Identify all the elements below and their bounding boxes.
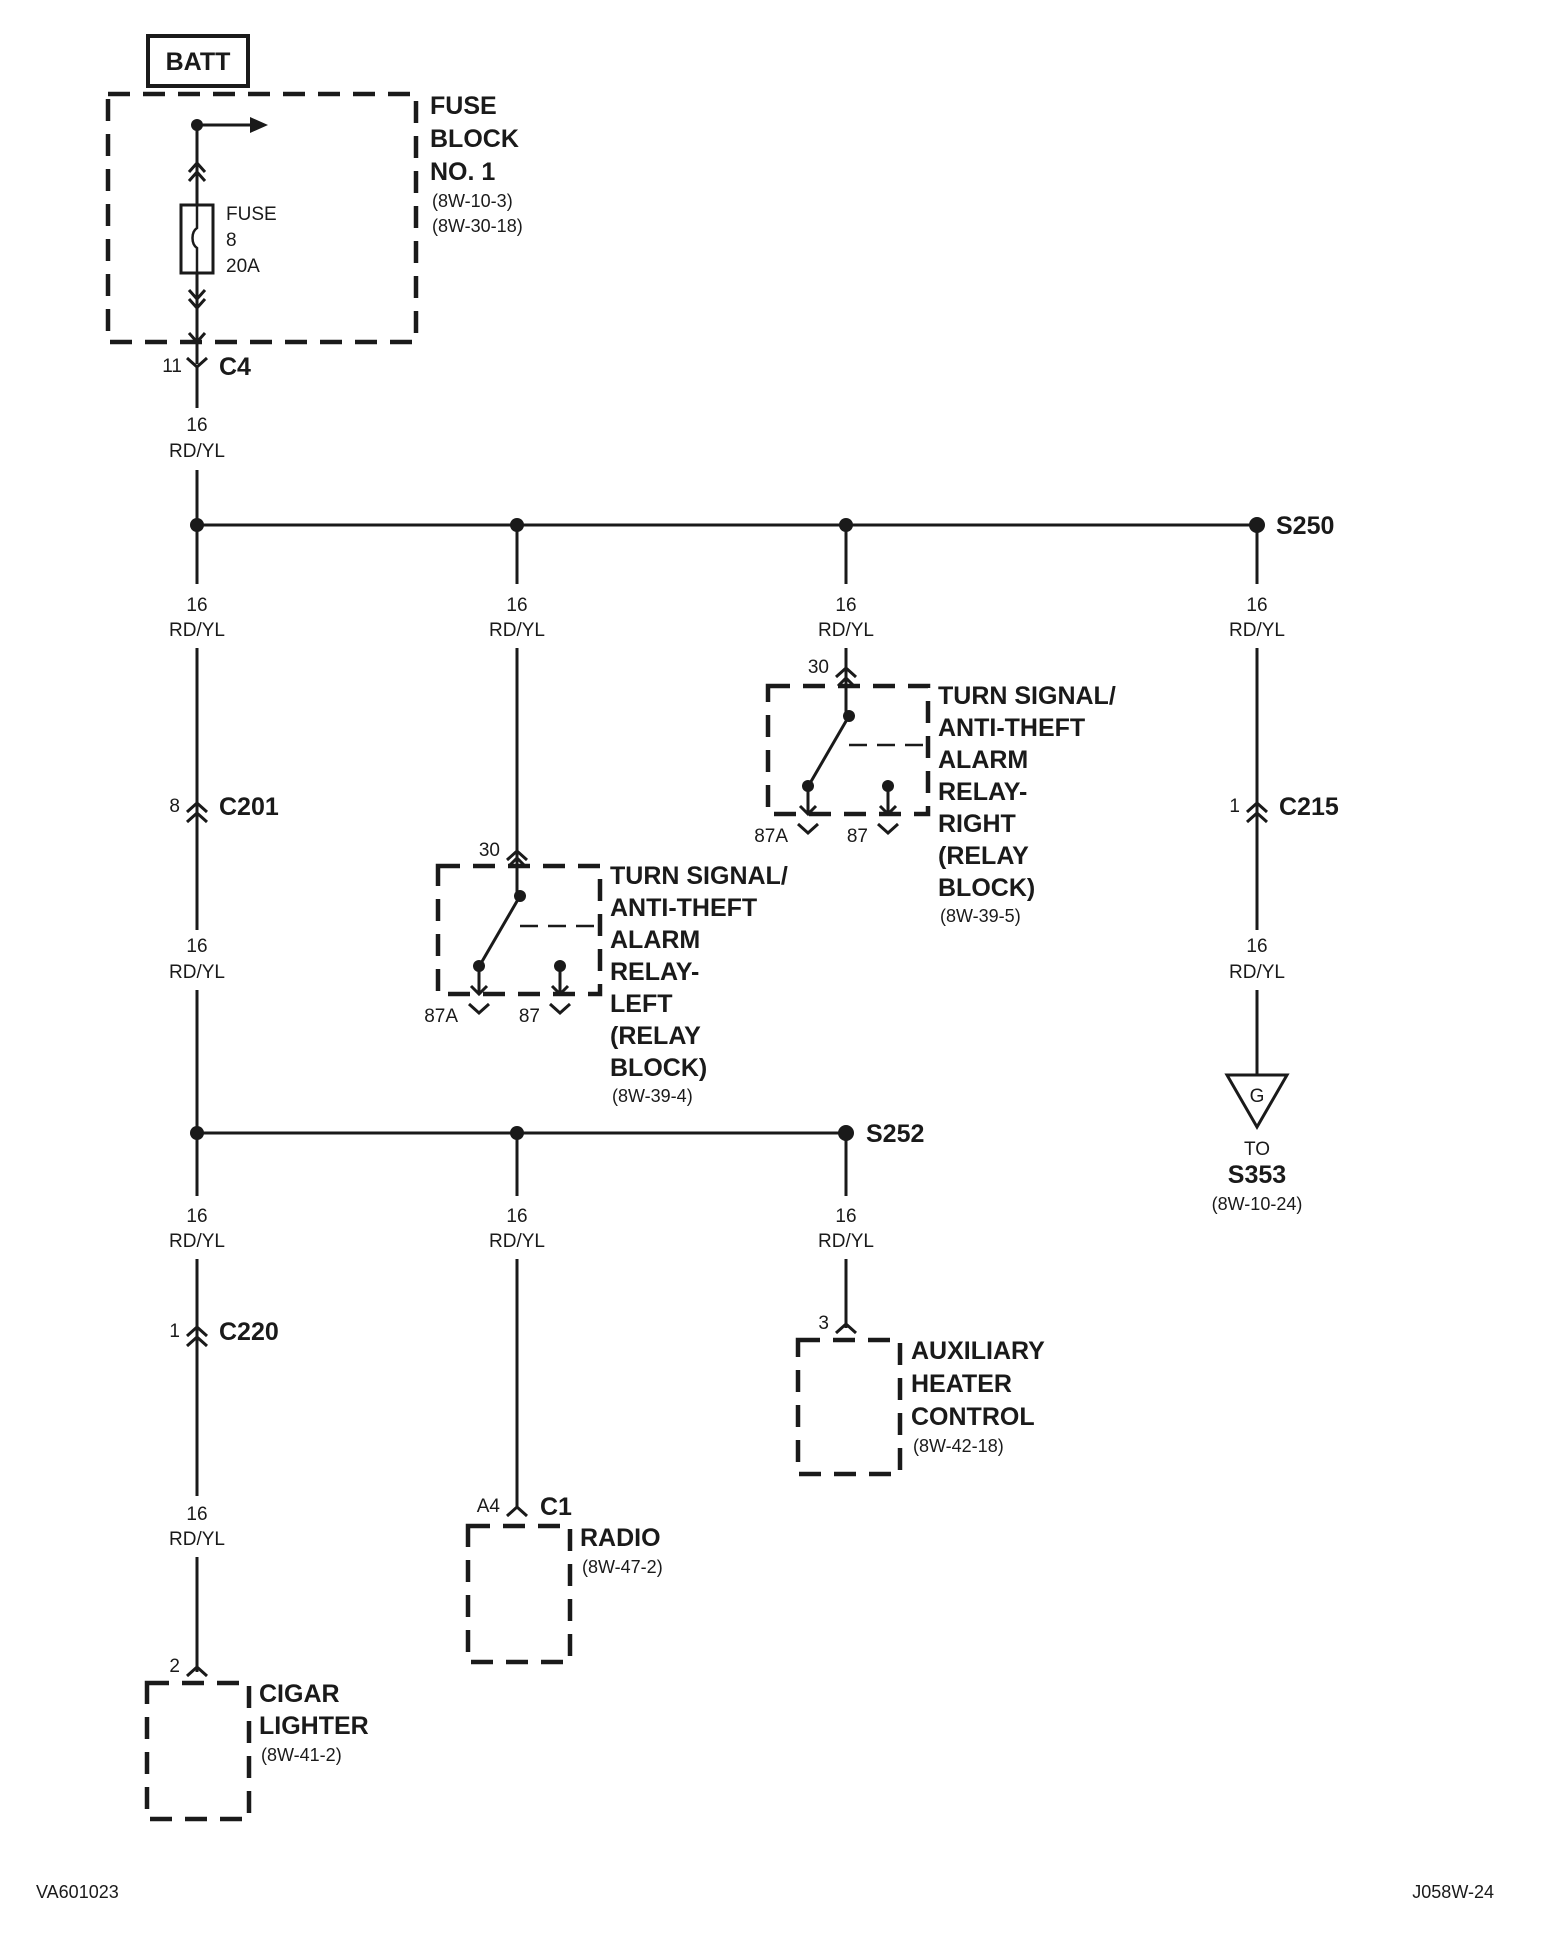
c201-pin: 8 — [169, 796, 180, 817]
connector-c220: 1 C220 — [169, 1318, 279, 1348]
ground-tag-name: S353 — [1228, 1161, 1286, 1189]
wire-gauge: 16 — [186, 936, 207, 957]
relay-left-pin-87a: 87A — [424, 1006, 458, 1027]
wire-color: RD/YL — [1229, 962, 1285, 983]
ground-tag: G TO S353 (8W-10-24) — [1212, 1073, 1303, 1214]
ground-tag-ref: (8W-10-24) — [1212, 1194, 1303, 1214]
splice-s250: S250 — [1276, 512, 1334, 540]
radio-ref: (8W-47-2) — [582, 1557, 663, 1577]
relay-left-pin-87: 87 — [519, 1006, 540, 1027]
fuse-rating: 20A — [226, 256, 260, 277]
relay-right-title-2: ANTI-THEFT — [938, 714, 1085, 742]
c4-label: C4 — [219, 353, 251, 381]
cigar-lighter-pin: 2 — [169, 1656, 180, 1677]
radio-title: RADIO — [580, 1524, 661, 1552]
bus-s250: S250 — [190, 512, 1334, 540]
battery-label: BATT — [166, 48, 231, 76]
c1-label: C1 — [540, 1493, 572, 1521]
cigar-lighter: 2 CIGAR LIGHTER (8W-41-2) — [144, 1656, 369, 1822]
relay-right-ref: (8W-39-5) — [940, 906, 1021, 926]
wire-gauge: 16 — [506, 595, 527, 616]
wire-color: RD/YL — [169, 962, 225, 983]
relay-left-title-6: (RELAY — [610, 1022, 701, 1050]
fuse-block-title-2: BLOCK — [430, 125, 519, 153]
wire-gauge: 16 — [506, 1206, 527, 1227]
wire-color: RD/YL — [169, 620, 225, 641]
c220-label: C220 — [219, 1318, 279, 1346]
cigar-lighter-ref: (8W-41-2) — [261, 1745, 342, 1765]
aux-heater-title-2: HEATER — [911, 1370, 1012, 1398]
ground-tag-to: TO — [1244, 1139, 1270, 1160]
footer-left-code: VA601023 — [36, 1882, 119, 1902]
relay-right-title-7: BLOCK) — [938, 874, 1035, 902]
battery: BATT — [146, 34, 250, 88]
relay-right-pin-87a: 87A — [754, 826, 788, 847]
radio: A4 C1 RADIO (8W-47-2) — [465, 1493, 663, 1665]
aux-heater-title-1: AUXILIARY — [911, 1337, 1045, 1365]
fuse-label: FUSE — [226, 204, 277, 225]
wire-gauge: 16 — [1246, 595, 1267, 616]
wire-color: RD/YL — [1229, 620, 1285, 641]
relay-left: 30 87A 87 TURN SIGNAL/ ANTI-THEFT ALARM … — [424, 840, 788, 1106]
wire-color: RD/YL — [818, 1231, 874, 1252]
connector-c4: 11 C4 — [162, 353, 251, 381]
triangle-tag-icon — [1224, 1073, 1290, 1131]
c4-pin: 11 — [162, 356, 182, 377]
relay-right-title-5: RIGHT — [938, 810, 1016, 838]
relay-right: 30 87A 87 TURN SIGNAL/ ANTI-THEFT ALARM … — [754, 657, 1116, 926]
wire-color: RD/YL — [489, 1231, 545, 1252]
wire-color: RD/YL — [818, 620, 874, 641]
relay-right-title-3: ALARM — [938, 746, 1028, 774]
relay-left-ref: (8W-39-4) — [612, 1086, 693, 1106]
wire-gauge: 16 — [1246, 936, 1267, 957]
connector-c201: 8 C201 — [169, 793, 279, 824]
relay-right-pin-87: 87 — [847, 826, 868, 847]
ground-tag-letter: G — [1250, 1086, 1265, 1107]
wire-gauge: 16 — [186, 1504, 207, 1525]
c1-pin: A4 — [477, 1496, 501, 1517]
wire-color: RD/YL — [169, 441, 225, 462]
fuse-block-ref-2: (8W-30-18) — [432, 216, 523, 236]
c220-pin: 1 — [169, 1321, 180, 1342]
cigar-lighter-title-1: CIGAR — [259, 1680, 340, 1708]
relay-left-title-3: ALARM — [610, 926, 700, 954]
cigar-lighter-title-2: LIGHTER — [259, 1712, 369, 1740]
relay-left-title-1: TURN SIGNAL/ — [610, 862, 788, 890]
splice-s252: S252 — [866, 1120, 924, 1148]
footer-right-code: J058W-24 — [1412, 1882, 1494, 1902]
wire-gauge: 16 — [835, 595, 856, 616]
aux-heater-title-3: CONTROL — [911, 1403, 1035, 1431]
wire-color: RD/YL — [169, 1529, 225, 1550]
wire-gauge: 16 — [186, 1206, 207, 1227]
wire-color: RD/YL — [169, 1231, 225, 1252]
fuse-block-title-1: FUSE — [430, 92, 497, 120]
wire-gauge: 16 — [186, 595, 207, 616]
relay-left-title-4: RELAY- — [610, 958, 699, 986]
relay-right-title-4: RELAY- — [938, 778, 1027, 806]
relay-right-title-6: (RELAY — [938, 842, 1029, 870]
relay-left-title-2: ANTI-THEFT — [610, 894, 757, 922]
wire-gauge: 16 — [186, 415, 207, 436]
relay-right-pin-30: 30 — [808, 657, 829, 678]
connector-c215: 1 C215 — [1229, 793, 1339, 824]
auxiliary-heater-control: 3 AUXILIARY HEATER CONTROL (8W-42-18) — [795, 1313, 1045, 1477]
wire-gauge: 16 — [835, 1206, 856, 1227]
relay-right-title-1: TURN SIGNAL/ — [938, 682, 1116, 710]
c215-label: C215 — [1279, 793, 1339, 821]
relay-left-title-5: LEFT — [610, 990, 673, 1018]
fuse-block-ref-1: (8W-10-3) — [432, 191, 513, 211]
fuse-number: 8 — [226, 230, 237, 251]
c201-label: C201 — [219, 793, 279, 821]
fuse-block: FUSE 8 20A FUSE BLOCK NO. 1 (8W-10-3) (8… — [105, 91, 523, 364]
relay-left-pin-30: 30 — [479, 840, 500, 861]
c215-pin: 1 — [1229, 796, 1240, 817]
fuse-block-title-3: NO. 1 — [430, 158, 495, 186]
aux-heater-pin: 3 — [818, 1313, 829, 1334]
bus-s252: S252 — [190, 1120, 924, 1148]
aux-heater-ref: (8W-42-18) — [913, 1436, 1004, 1456]
wire-color: RD/YL — [489, 620, 545, 641]
arrow-right-icon — [250, 117, 268, 133]
relay-left-title-7: BLOCK) — [610, 1054, 707, 1082]
